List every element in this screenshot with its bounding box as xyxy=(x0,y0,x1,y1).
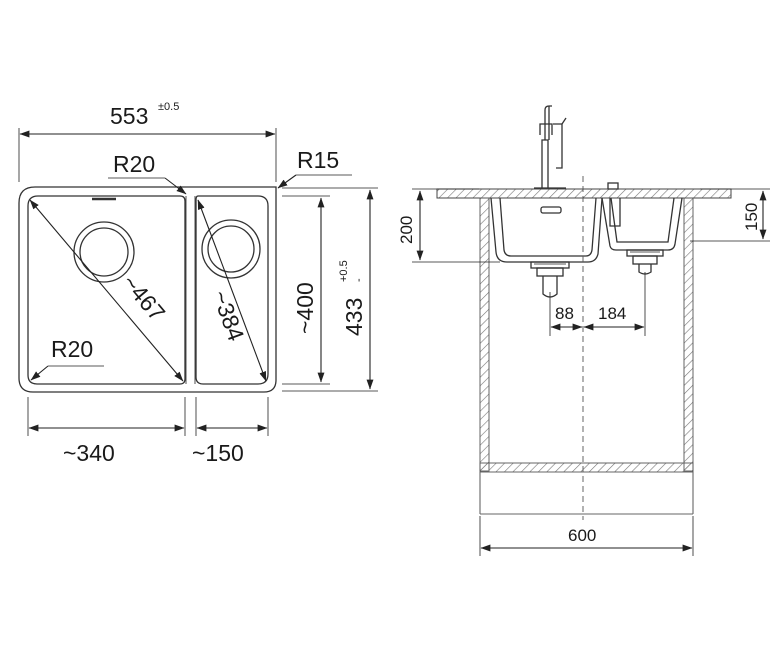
top-view: 553 ±0.5 R20 R15 R20 ~467 ~384 ~400 433 … xyxy=(18,101,378,466)
sink-outline xyxy=(18,186,277,393)
offset-b-value: 184 xyxy=(598,304,626,323)
cabinet-right-wall xyxy=(683,197,694,472)
large-drain xyxy=(73,221,135,283)
large-bowl xyxy=(27,195,186,385)
offset-a-value: 88 xyxy=(555,304,574,323)
corner-left-label: R20 xyxy=(113,151,155,177)
corner-outer-label: R15 xyxy=(297,147,339,173)
width-tolerance: ±0.5 xyxy=(158,101,179,113)
corner-bottom-label: R20 xyxy=(51,336,93,362)
height-outer-value: 433 xyxy=(341,298,367,336)
bowl-small-width-value: ~150 xyxy=(192,440,244,466)
diag-large-line xyxy=(29,199,184,382)
drain-small xyxy=(626,249,664,275)
cabinet-bottom-shelf xyxy=(479,462,694,473)
small-bowl xyxy=(195,195,269,385)
drain-large xyxy=(530,261,570,298)
diag-large-value: ~467 xyxy=(117,270,170,326)
height-inner-value: ~400 xyxy=(292,282,318,334)
side-view: 200 150 88 184 600 xyxy=(397,105,770,556)
depth-small-value: 150 xyxy=(742,203,761,231)
faucet xyxy=(534,105,567,189)
cabinet-width-value: 600 xyxy=(568,526,596,545)
bowl-large-width-value: ~340 xyxy=(63,440,115,466)
diag-small-line xyxy=(197,199,267,382)
height-outer-tolerance: +0.5 xyxy=(338,260,350,282)
diag-small-value: ~384 xyxy=(207,287,249,345)
countertop xyxy=(436,188,732,199)
small-drain xyxy=(201,219,261,279)
width-value: 553 xyxy=(110,103,148,129)
depth-large-value: 200 xyxy=(397,216,416,244)
height-outer-tolerance-minus: - xyxy=(353,278,365,282)
cabinet-left-wall xyxy=(479,197,490,472)
